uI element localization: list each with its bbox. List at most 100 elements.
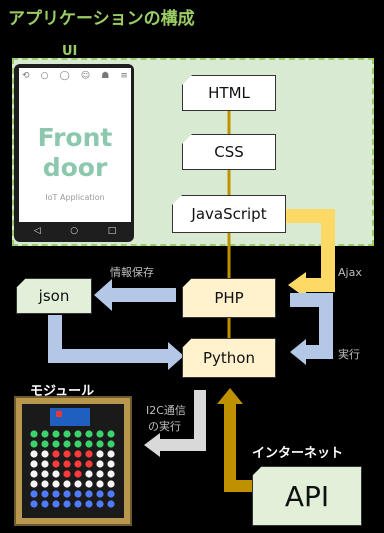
led-dot — [85, 430, 93, 438]
led-dot — [107, 470, 115, 478]
led-dot — [63, 440, 71, 448]
led-dot — [52, 450, 60, 458]
internet-arrowhead — [217, 388, 243, 404]
led-dot — [96, 440, 104, 448]
led-dot — [52, 430, 60, 438]
led-dot — [41, 480, 49, 488]
execute-label: 実行 — [338, 348, 360, 361]
app-subtitle: IoT Application — [45, 193, 105, 202]
led-dot — [63, 460, 71, 468]
circle-icon: ○ — [40, 71, 49, 81]
led-dot — [107, 450, 115, 458]
save-arrow — [112, 288, 176, 302]
execute-arrow — [290, 293, 333, 359]
phone-screen — [19, 68, 131, 222]
phone-toolbar: ⟲ ○ ◯ ☺ ☗ ≡ — [22, 71, 128, 81]
led-dot — [85, 480, 93, 488]
face-icon: ☺ — [80, 71, 91, 81]
page-title: アプリケーションの構成 — [8, 9, 195, 29]
led-dot — [96, 430, 104, 438]
led-dot — [41, 490, 49, 498]
led-dot — [85, 470, 93, 478]
html-node: HTML — [182, 75, 276, 111]
led-dot — [85, 490, 93, 498]
home-icon: ☗ — [101, 71, 110, 81]
led-dot — [52, 470, 60, 478]
save-info-label: 情報保存 — [110, 266, 154, 279]
led-dot — [96, 500, 104, 508]
led-dot — [30, 480, 38, 488]
led-dot — [96, 460, 104, 468]
javascript-node: JavaScript — [172, 195, 286, 233]
led-dot — [52, 490, 60, 498]
led-dot — [30, 450, 38, 458]
led-dot — [30, 430, 38, 438]
module-label: モジュール — [30, 384, 95, 399]
led-dot — [74, 440, 82, 448]
led-dot — [41, 460, 49, 468]
led-dot — [30, 490, 38, 498]
led-dot — [107, 440, 115, 448]
recent-apps-icon: □ — [107, 226, 117, 236]
led-dot — [107, 460, 115, 468]
json-python-arrowhead — [168, 342, 184, 370]
i2c-label-line2: の実行 — [148, 420, 181, 433]
python-node: Python — [182, 338, 276, 378]
led-dot — [96, 470, 104, 478]
led-dot — [74, 500, 82, 508]
led-dot — [85, 450, 93, 458]
refresh-icon: ⟲ — [22, 71, 30, 81]
ajax-label: Ajax — [338, 266, 362, 279]
ajax-arrow — [285, 209, 335, 292]
led-dot — [107, 430, 115, 438]
home-button-icon: ○ — [70, 226, 79, 236]
led-dot — [30, 460, 38, 468]
led-dot — [107, 490, 115, 498]
execute-arrowhead — [290, 339, 306, 365]
led-dot — [63, 500, 71, 508]
i2c-arrowhead — [144, 433, 160, 457]
app-title-line2: door — [42, 153, 108, 182]
led-dot — [41, 470, 49, 478]
internet-arrow — [224, 404, 252, 492]
led-dot — [85, 460, 93, 468]
back-icon: ◁ — [33, 226, 41, 236]
led-dot — [63, 450, 71, 458]
status-led — [56, 411, 62, 417]
led-dot — [63, 470, 71, 478]
php-node: PHP — [182, 278, 276, 318]
led-grid — [30, 408, 115, 508]
led-dot — [52, 460, 60, 468]
led-dot — [74, 430, 82, 438]
led-dot — [30, 440, 38, 448]
led-dot — [74, 450, 82, 458]
led-dot — [41, 430, 49, 438]
led-dot — [107, 500, 115, 508]
json-python-arrow — [48, 315, 168, 363]
chat-icon: ◯ — [59, 71, 70, 81]
menu-icon: ≡ — [120, 71, 128, 81]
led-dot — [74, 460, 82, 468]
led-dot — [96, 450, 104, 458]
save-arrowhead — [94, 279, 112, 311]
led-dot — [41, 500, 49, 508]
led-dot — [52, 500, 60, 508]
ajax-arrowhead — [288, 272, 306, 298]
led-dot — [96, 490, 104, 498]
led-dot — [74, 470, 82, 478]
led-dot — [63, 430, 71, 438]
app-title-line1: Front — [37, 123, 113, 152]
i2c-label-line1: I2C通信 — [146, 404, 186, 417]
led-dot — [63, 490, 71, 498]
led-dot — [52, 440, 60, 448]
led-dot — [107, 480, 115, 488]
json-node: json — [16, 278, 92, 314]
led-dot — [96, 480, 104, 488]
led-dot — [41, 450, 49, 458]
led-dot — [85, 440, 93, 448]
led-dot — [74, 480, 82, 488]
led-dot — [63, 480, 71, 488]
led-dot — [30, 500, 38, 508]
css-node: CSS — [182, 134, 276, 170]
api-node: API — [252, 466, 362, 526]
